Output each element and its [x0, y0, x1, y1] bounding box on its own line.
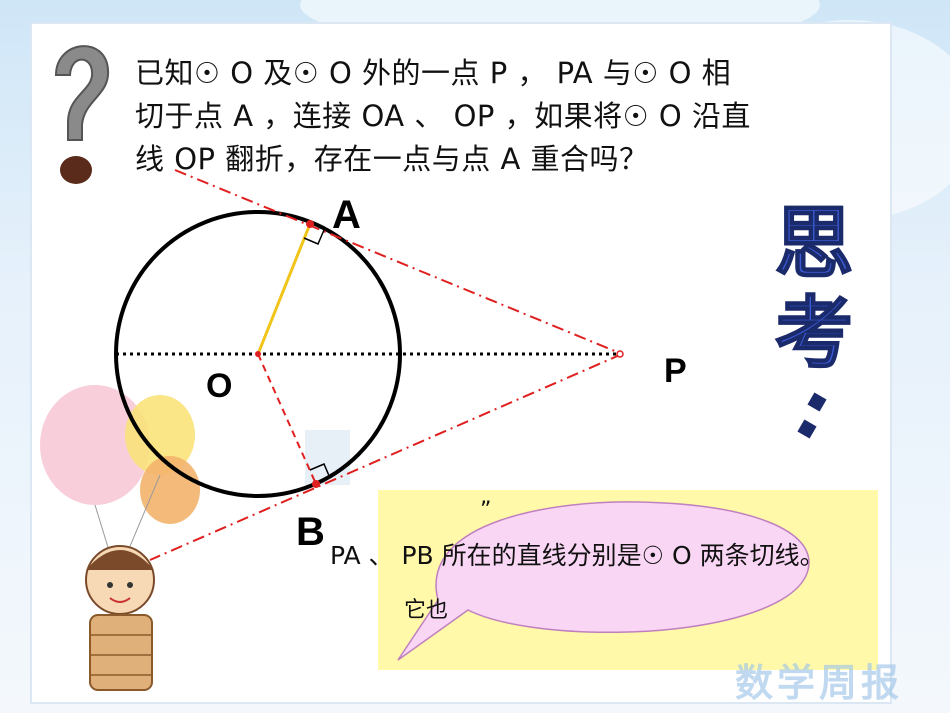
colon-dot — [807, 392, 827, 412]
watermark-logo: 数学周报 — [735, 660, 904, 705]
question-line: 切于点 A ，连接 OA 、 OP ，如果将☉ O 沿直 — [135, 99, 751, 133]
balloon-girl-illustration — [40, 385, 200, 691]
title-char: 考 — [775, 288, 853, 379]
title-char: 思 — [775, 198, 853, 289]
right-angle-b — [309, 463, 331, 479]
tangent-pa — [174, 169, 623, 355]
label-a: A — [332, 193, 361, 237]
point-b — [312, 480, 320, 488]
partial-text: 它也 — [404, 598, 449, 623]
question-mark-icon — [54, 45, 110, 184]
right-angle-a — [303, 229, 325, 245]
question-line: 线 OP 翻折，存在一点与点 A 重合吗？ — [135, 142, 649, 176]
label-p: P — [664, 352, 687, 390]
label-o: O — [206, 367, 233, 405]
radius-ob — [257, 353, 317, 485]
partial-quote: ” — [480, 498, 492, 523]
label-b: B — [296, 510, 325, 554]
point-p — [616, 350, 624, 358]
point-a — [306, 220, 314, 228]
question-line: 已知☉ O 及☉ O 外的一点 P ， PA 与☉ O 相 — [135, 56, 732, 90]
question-text: 已知☉ O 及☉ O 外的一点 P ， PA 与☉ O 相 切于点 A ，连接 … — [135, 52, 895, 181]
point-o — [255, 351, 261, 357]
side-title-think: 思 考 — [774, 197, 854, 439]
speech-main-text: PA 、 PB 所在的直线分别是☉ O 两条切线。 — [330, 541, 825, 570]
speech-callout — [378, 490, 878, 670]
colon-dot — [797, 419, 817, 439]
tangent-pb — [149, 353, 623, 561]
radius-oa — [256, 223, 312, 355]
